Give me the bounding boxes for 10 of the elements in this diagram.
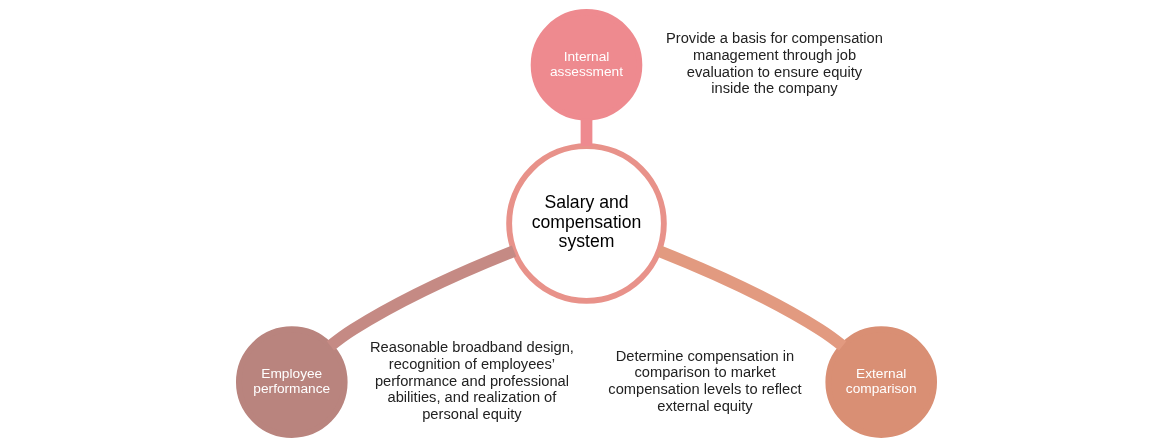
node-circle: Employee performance (236, 326, 348, 438)
connector (656, 245, 847, 351)
connector (580, 118, 593, 146)
node-label: Reasonable broadband design, recognition of employees’ performance and professional abilities, and realization of personal equity (369, 339, 574, 422)
node-circle: External comparison (825, 326, 937, 438)
node-circle: Internal assessment (530, 9, 643, 121)
connector (326, 245, 517, 351)
node-circle: Salary and compensation system (506, 143, 667, 304)
node-label: Determine compensation in comparison to market compensation levels to reflect external equity (608, 347, 802, 414)
node-label: Provide a basis for compensation management through job evaluation to ensure equity inside the company (666, 30, 883, 97)
